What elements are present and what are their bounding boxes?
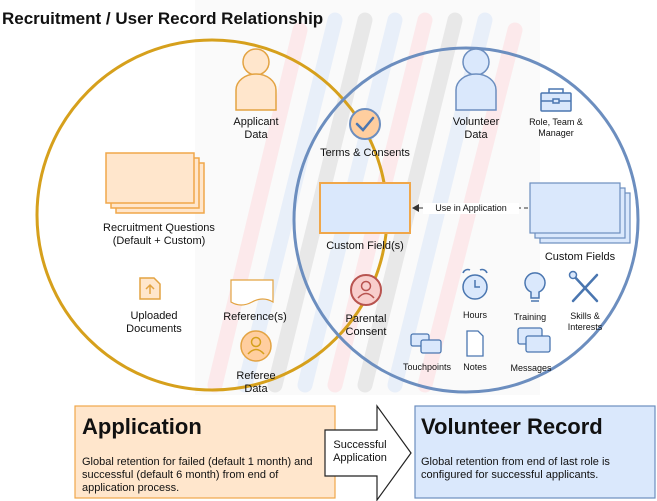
- upload-icon: [139, 277, 161, 300]
- application-heading: Application: [82, 414, 202, 439]
- chat-bubbles-icon: [410, 333, 442, 354]
- volunteer-box-bg: [414, 405, 656, 499]
- stacked-custom-fields-icon: [529, 182, 631, 244]
- custom-fields-label: Custom Fields: [544, 251, 616, 263]
- skills-interests-label: Skills & Interests: [567, 311, 603, 332]
- touchpoints-label: Touchpoints: [402, 362, 452, 372]
- volunteer-record-heading: Volunteer Record: [421, 414, 603, 439]
- messages-icon: [517, 327, 551, 353]
- custom-field-label: Custom Field(s): [326, 240, 404, 252]
- briefcase-icon: [540, 88, 572, 112]
- volunteer-person-icon: [455, 48, 497, 111]
- transition-arrow-shape: [324, 404, 412, 501]
- applicant-person-icon: [235, 48, 277, 111]
- application-description: Global retention for failed (default 1 m…: [82, 456, 313, 494]
- messages-label: Messages: [510, 363, 552, 373]
- check-circle-icon: [349, 108, 381, 140]
- use-in-application-label: Use in Application: [423, 203, 519, 214]
- application-box: Application Global retention for failed …: [82, 414, 332, 495]
- alarm-clock-icon: [462, 268, 488, 300]
- references-label: Reference(s): [223, 311, 287, 323]
- volunteer-record-description: Global retention from end of last role i…: [421, 456, 610, 481]
- volunteer-circle: [292, 46, 640, 394]
- training-label: Training: [513, 312, 547, 322]
- recruitment-questions-label: Recruitment Questions (Default + Custom): [103, 222, 215, 247]
- volunteer-record-box: Volunteer Record Global retention from e…: [421, 414, 651, 482]
- terms-consents-label: Terms & Consents: [320, 147, 410, 159]
- parental-consent-label: Parental Consent: [345, 313, 387, 338]
- reference-document-icon: [230, 279, 274, 306]
- stacked-documents-icon: [105, 152, 205, 214]
- tools-icon: [568, 270, 599, 303]
- applicant-data-label: Applicant Data: [233, 116, 279, 141]
- referee-data-label: Referee Data: [236, 370, 276, 395]
- custom-field-box: [319, 182, 411, 234]
- transition-arrow-label: Successful Application: [333, 439, 387, 464]
- lightbulb-icon: [524, 272, 546, 302]
- referee-icon: [240, 330, 272, 362]
- parental-consent-icon: [350, 274, 382, 306]
- hours-label: Hours: [462, 310, 487, 320]
- notes-label: Notes: [463, 362, 487, 372]
- note-icon: [466, 330, 484, 357]
- diagram-title: Recruitment / User Record Relationship: [2, 9, 324, 28]
- uploaded-documents-label: Uploaded Documents: [126, 310, 182, 335]
- volunteer-data-label: Volunteer Data: [452, 116, 500, 141]
- application-box-bg: [74, 405, 336, 499]
- role-team-manager-label: Role, Team & Manager: [529, 117, 583, 138]
